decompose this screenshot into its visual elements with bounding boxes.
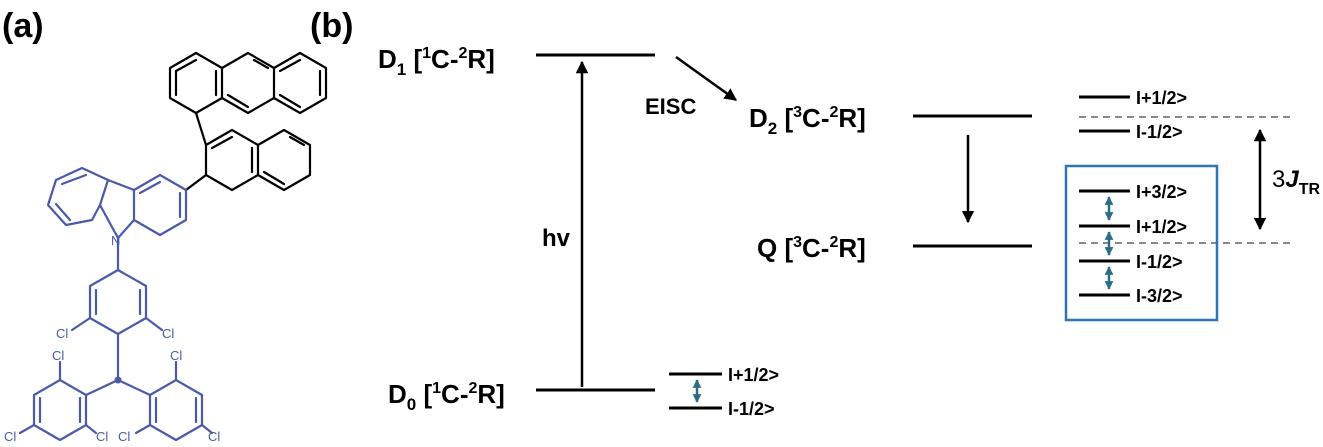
q-sublevel-label-1: I+3/2>	[1136, 182, 1187, 202]
quartet-box	[1064, 164, 1219, 322]
cl-label-7: Cl	[118, 429, 130, 444]
panel-a-label: (a)	[2, 7, 44, 45]
d0-sublevel-label-2: I-1/2>	[728, 399, 775, 419]
eisc-arrow	[675, 55, 738, 102]
carbazole-group: N	[46, 166, 188, 272]
d1-state: D1 [1C-2R]	[378, 44, 655, 79]
eisc-label: EISC	[645, 94, 696, 119]
d0-state: D0 [1C-2R]	[388, 379, 655, 414]
hv-label: hv	[542, 225, 571, 252]
cl-label-1: Cl	[56, 326, 68, 341]
left-trichlorophenyl: Cl Cl Cl	[4, 348, 120, 444]
d2-sublevel-label-1: I+1/2>	[1136, 88, 1187, 108]
q-sublevel-label-4: I-3/2>	[1136, 286, 1183, 306]
d2-state: D2 [3C-2R]	[749, 103, 1032, 138]
cl-label-6: Cl	[170, 348, 182, 363]
d1-label: D1 [1C-2R]	[378, 44, 495, 79]
d0-sublevel-label-1: I+1/2>	[728, 365, 779, 385]
q-state: Q [3C-2R]	[757, 233, 1032, 263]
cl-label-4: Cl	[4, 429, 16, 444]
exchange-label: 3JTR	[1272, 166, 1320, 198]
d0-sublevels: I+1/2> I-1/2>	[669, 365, 779, 419]
q-sublevel-label-2: I+1/2>	[1136, 217, 1187, 237]
q-sublevels: I+3/2> I+1/2> I-1/2> I-3/2>	[1079, 182, 1187, 306]
nitrogen-label: N	[111, 233, 120, 248]
d2-sublevel-label-2: I-1/2>	[1136, 122, 1183, 142]
q-label: Q [3C-2R]	[757, 233, 866, 263]
d2-sublevels: I+1/2> I-1/2>	[1079, 88, 1187, 142]
molecule-structure: N Cl Cl Cl Cl Cl Cl	[4, 51, 328, 444]
panel-b-label: (b)	[310, 7, 353, 45]
cl-label-3: Cl	[52, 348, 64, 363]
d0-label: D0 [1C-2R]	[388, 379, 505, 414]
cl-label-5: Cl	[96, 429, 108, 444]
anthracene-group	[168, 51, 328, 192]
q-sublevel-label-3: I-1/2>	[1136, 252, 1183, 272]
cl-label-2: Cl	[162, 326, 174, 341]
right-trichlorophenyl: Cl Cl Cl	[116, 348, 220, 444]
d2-label: D2 [3C-2R]	[749, 103, 866, 138]
dichlorophenyl-group: Cl Cl	[56, 268, 174, 382]
cl-label-8: Cl	[208, 429, 220, 444]
